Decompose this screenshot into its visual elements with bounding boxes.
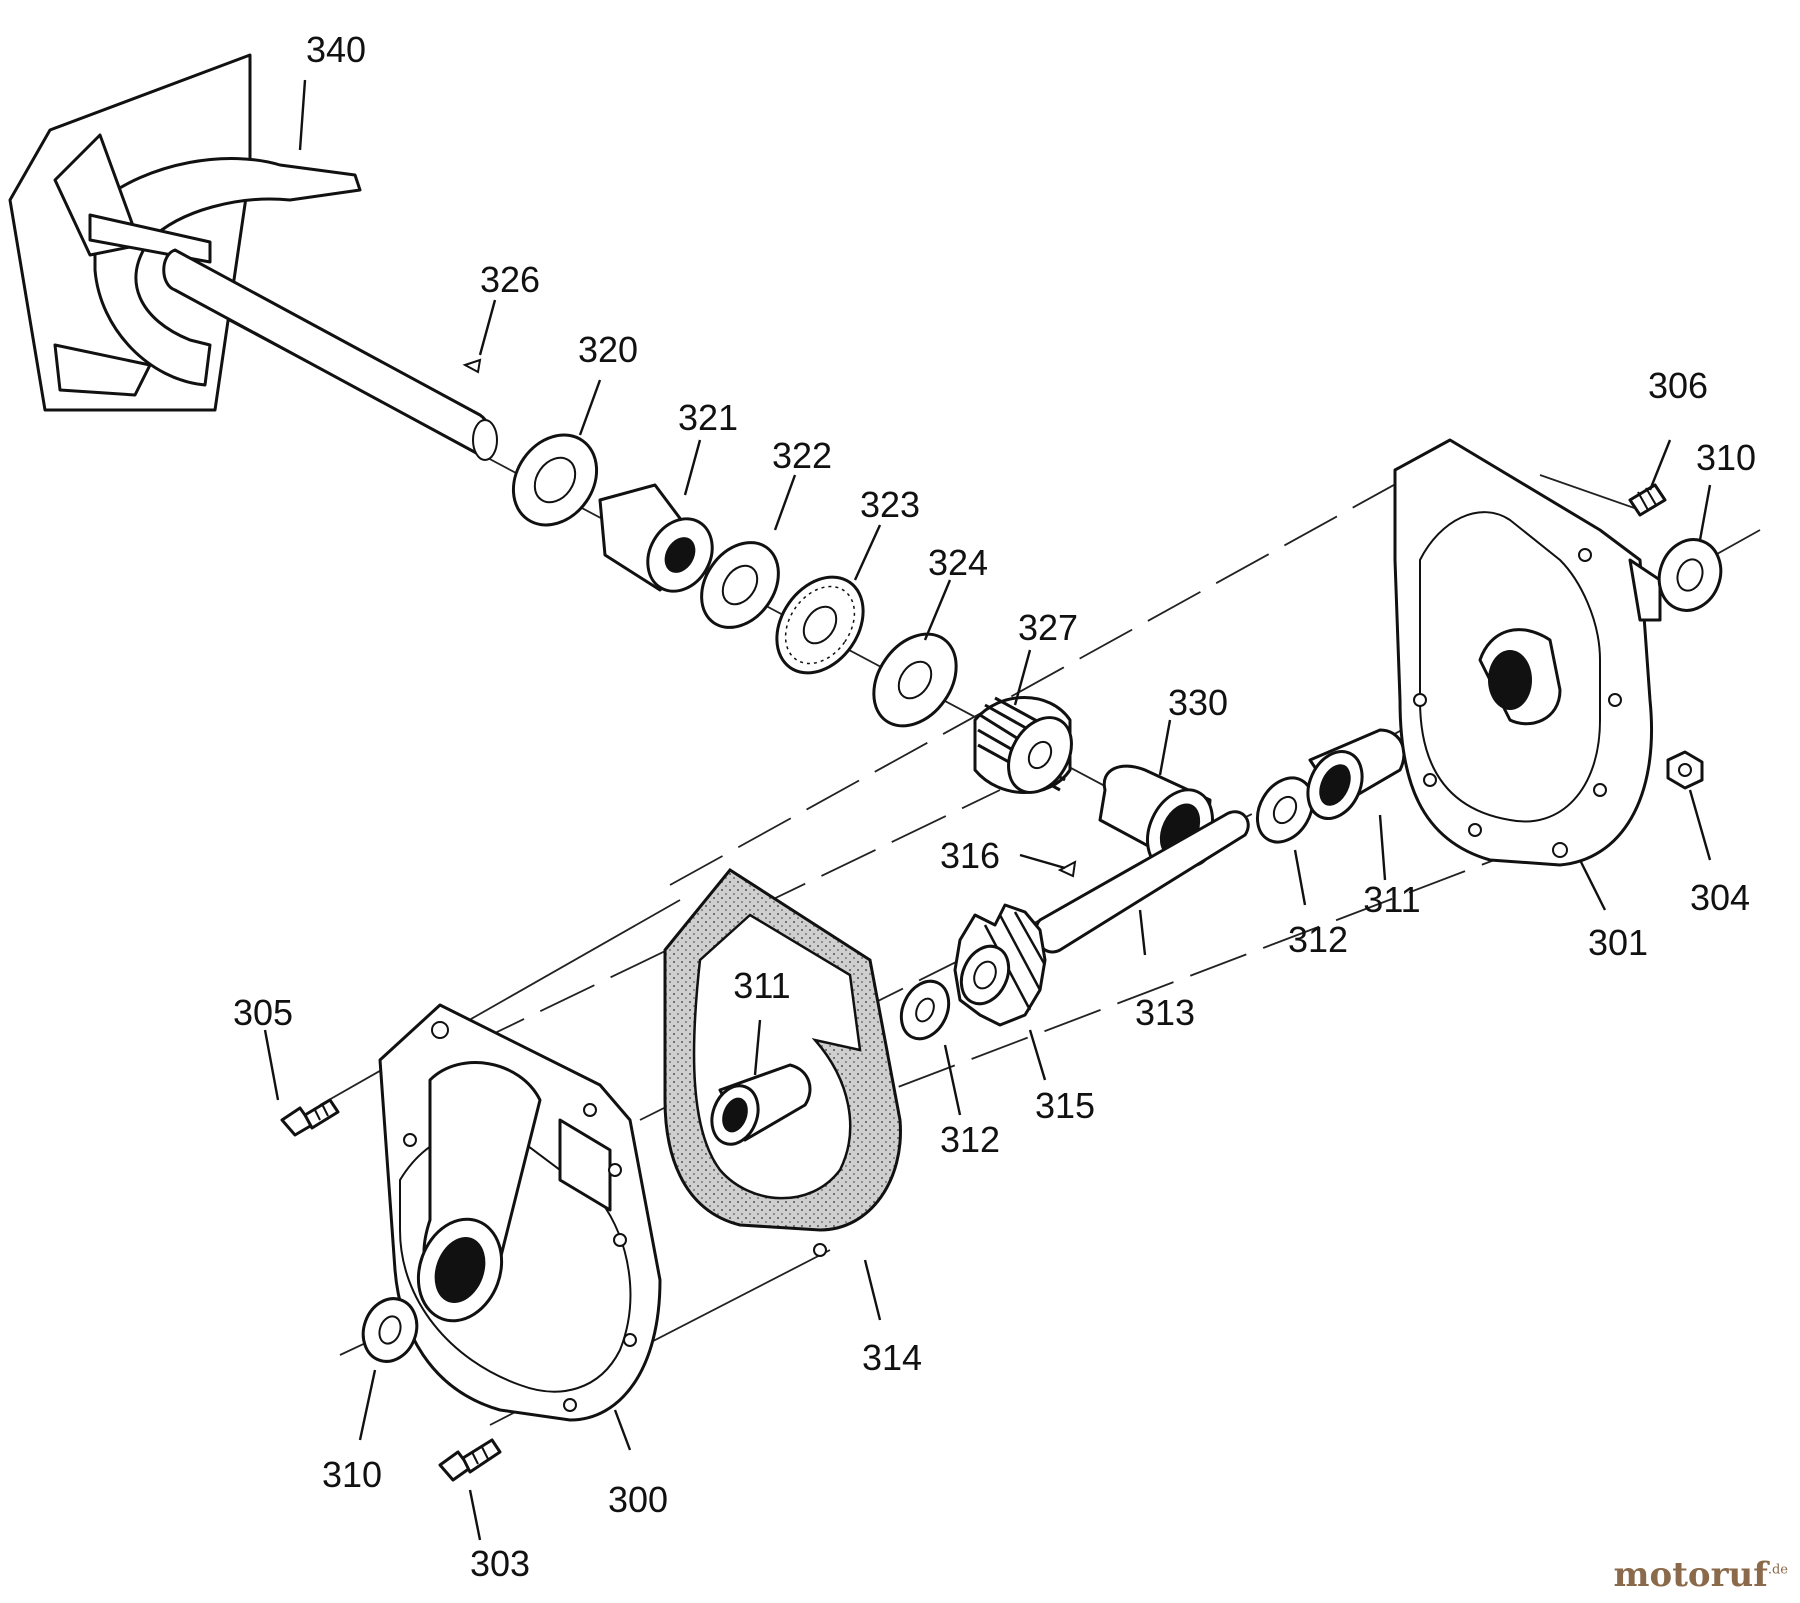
gear-housing-301	[1393, 438, 1662, 867]
label-322: 322	[772, 435, 832, 476]
watermark-logo: motoruf.de	[1614, 1555, 1788, 1595]
washer-312-left	[899, 979, 951, 1041]
label-321: 321	[678, 397, 738, 438]
watermark-tld: .de	[1767, 1562, 1788, 1578]
label-306: 306	[1648, 365, 1708, 406]
bushing-311-right	[1306, 728, 1406, 820]
washer-322	[700, 541, 780, 629]
label-312-left: 312	[940, 1119, 1000, 1160]
label-311-right: 311	[1363, 879, 1420, 920]
label-330: 330	[1168, 682, 1228, 723]
label-324: 324	[928, 542, 988, 583]
screw-303	[438, 1438, 502, 1482]
bushing-321	[598, 483, 714, 593]
gasket-314	[663, 868, 902, 1257]
nut-304	[1666, 750, 1704, 790]
label-312-right: 312	[1288, 919, 1348, 960]
leader-lines	[263, 79, 1712, 1541]
impeller-340	[8, 53, 498, 461]
key-326	[462, 358, 482, 374]
label-310-right: 310	[1696, 437, 1756, 478]
label-300: 300	[608, 1479, 668, 1520]
screw-305	[280, 1098, 340, 1137]
gear-315	[953, 903, 1047, 1027]
worm-gear-327	[973, 696, 1073, 794]
part-labels: 340 326 320 321 322 323 324 327 330 306 …	[233, 29, 1756, 1584]
label-316: 316	[940, 835, 1000, 876]
label-311-left: 311	[733, 965, 790, 1006]
washer-324	[872, 632, 958, 728]
label-303: 303	[470, 1543, 530, 1584]
label-301: 301	[1588, 922, 1648, 963]
key-316	[1057, 860, 1077, 878]
seal-310-left	[361, 1297, 419, 1363]
label-305: 305	[233, 992, 293, 1033]
washer-320	[511, 433, 599, 527]
label-327: 327	[1018, 607, 1078, 648]
washer-312-right	[1255, 776, 1315, 844]
gear-housing-300	[378, 1003, 662, 1422]
label-314: 314	[862, 1337, 922, 1378]
label-310-left: 310	[322, 1454, 382, 1495]
thrust-bearing-323	[775, 575, 865, 675]
label-320: 320	[578, 329, 638, 370]
fitting-306	[1628, 483, 1667, 517]
label-323: 323	[860, 484, 920, 525]
label-326: 326	[480, 259, 540, 300]
label-340: 340	[306, 29, 366, 70]
label-315: 315	[1035, 1085, 1095, 1126]
label-304: 304	[1690, 877, 1750, 918]
watermark-brand: motoruf	[1613, 1555, 1768, 1595]
seal-310-right	[1657, 538, 1723, 612]
label-313: 313	[1135, 992, 1195, 1033]
bushing-311-left	[710, 1063, 812, 1146]
